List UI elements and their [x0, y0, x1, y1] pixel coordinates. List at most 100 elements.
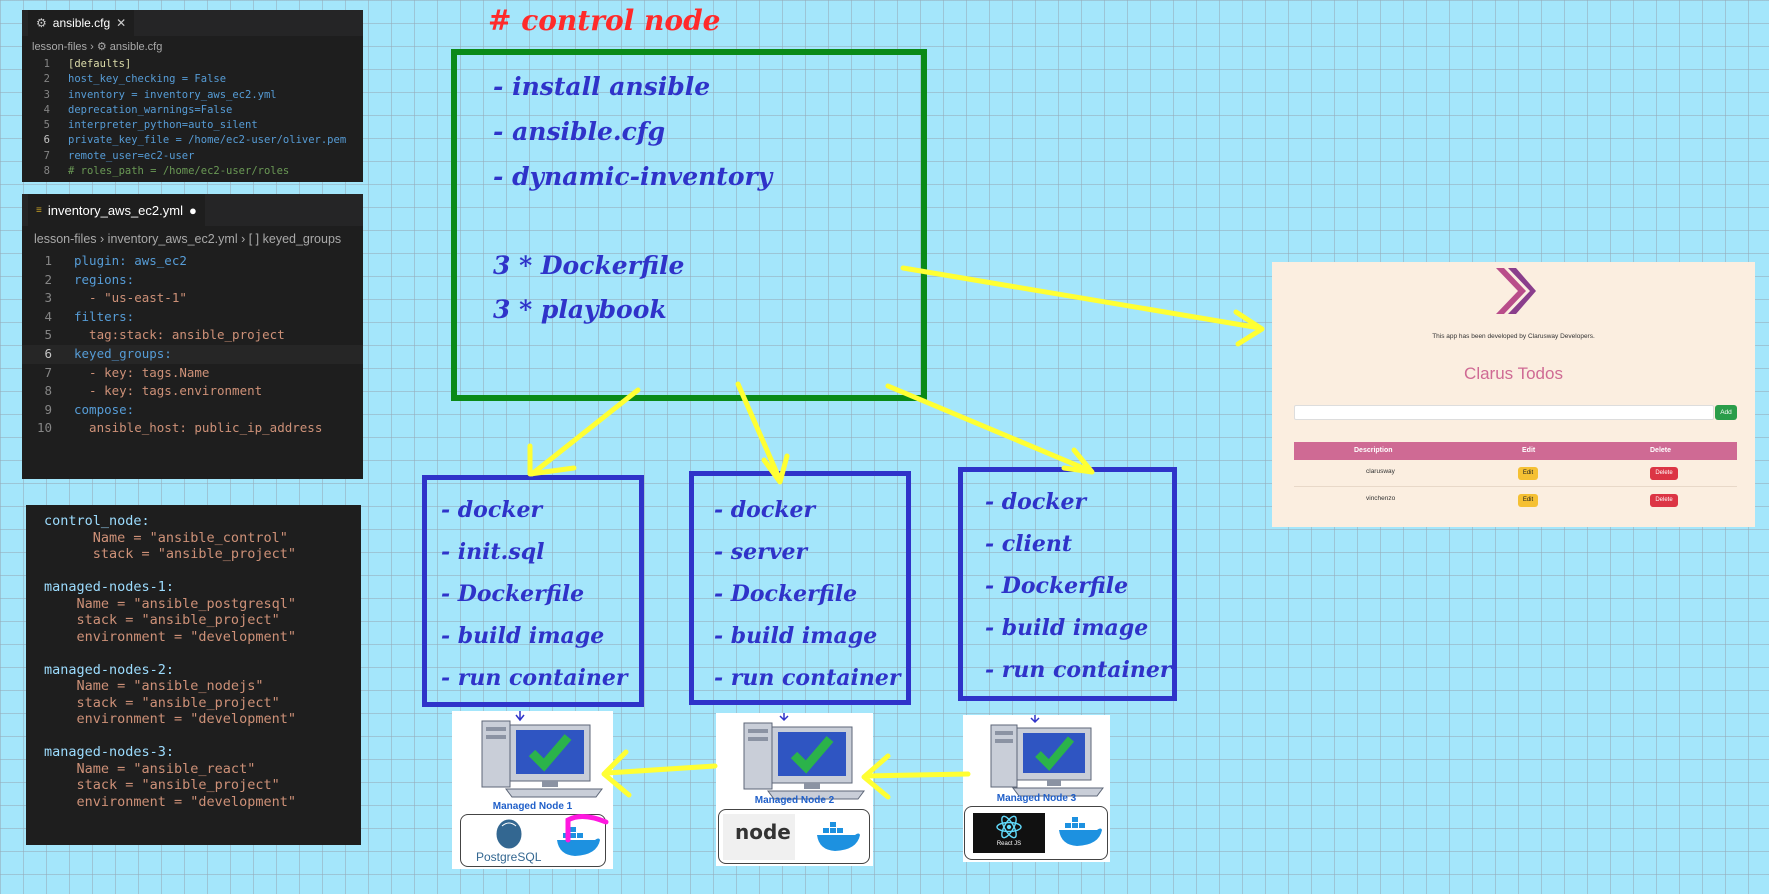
edit-button[interactable]: Edit	[1518, 494, 1538, 507]
column-header-description: Description	[1354, 447, 1393, 454]
code-text: ansible_host: public_ip_address	[74, 420, 323, 436]
code-line: stack = "ansible_project"	[44, 612, 280, 628]
control-item: - install ansible	[493, 72, 711, 101]
line-number: 1	[44, 253, 52, 268]
node-label: Managed Node 3	[996, 793, 1077, 804]
code-text: compose:	[74, 401, 135, 417]
postgresql-elephant-icon	[495, 818, 523, 850]
line-number: 1	[43, 58, 50, 70]
code-line	[44, 645, 361, 662]
docker-whale-icon	[817, 822, 860, 851]
line-number: 5	[44, 327, 52, 343]
node-label: Managed Node 1	[492, 801, 573, 812]
edit-button[interactable]: Edit	[1518, 467, 1538, 480]
line-number: 2	[44, 271, 52, 287]
code-line: 5 tag:stack: ansible_project	[22, 326, 363, 345]
node-logo-box: React JS	[964, 806, 1108, 860]
node-logo-box: PostgreSQL	[460, 814, 606, 867]
code-text: interpreter_python=auto_silent	[68, 119, 258, 132]
line-number: 5	[43, 119, 50, 132]
task-item: - build image	[441, 623, 605, 649]
arrow-node3-to-node2	[861, 753, 971, 800]
line-number: 8	[44, 383, 52, 399]
task-item: - run container	[441, 665, 628, 691]
delete-button[interactable]: Delete	[1650, 467, 1678, 480]
column-header-delete: Delete	[1650, 447, 1672, 454]
gear-icon: ⚙	[96, 41, 107, 53]
todo-input[interactable]	[1294, 405, 1714, 420]
code-text: keyed_groups:	[74, 345, 172, 361]
task-item: - Dockerfile	[985, 573, 1129, 599]
breadcrumb-file[interactable]: ansible.cfg	[109, 41, 163, 53]
task-item: - docker	[714, 497, 816, 523]
code-line: managed-nodes-1:	[44, 579, 175, 595]
gear-icon: ⚙	[36, 16, 47, 30]
todo-description: vinchenzo	[1366, 495, 1396, 502]
node-label: Managed Node 2	[754, 795, 835, 806]
arrow-node2-to-node1	[601, 749, 718, 798]
code-line: 2 host_key_checking = False	[22, 72, 363, 87]
delete-button[interactable]: Delete	[1650, 494, 1678, 507]
table-row: clarusway Edit Delete	[1294, 460, 1737, 487]
task-item: - build image	[985, 615, 1149, 641]
code-text: - "us-east-1"	[74, 290, 187, 306]
code-line: 6 keyed_groups:	[22, 344, 363, 364]
line-number: 3	[43, 88, 50, 101]
code-text: - key: tags.Name	[74, 364, 210, 380]
node3-task-box: - docker - client - Dockerfile - build i…	[958, 467, 1177, 701]
tab-ansible-cfg[interactable]: ⚙ ansible.cfg ✕	[28, 10, 135, 36]
line-number: 2	[43, 73, 50, 86]
breadcrumb-folder[interactable]: lesson-files	[32, 41, 88, 53]
control-item: 3 * Dockerfile	[493, 251, 685, 280]
node-tags-panel: control_node: Name = "ansible_control" s…	[26, 505, 361, 845]
inventory-yml-editor: ≡ inventory_aws_ec2.yml ● lesson-files ›…	[22, 194, 363, 479]
code-text: host_key_checking = False	[68, 73, 227, 86]
code-line	[44, 728, 361, 745]
unsaved-dot-icon[interactable]: ●	[188, 202, 197, 218]
code-area[interactable]: 1 plugin: aws_ec2 2 regions: 3 - "us-east-…	[22, 252, 363, 438]
add-button[interactable]: Add	[1715, 405, 1737, 420]
chevron-right-icon: ›	[100, 232, 105, 246]
chevron-right-icon: ›	[241, 232, 246, 246]
code-line: 8# roles_path = /home/ec2-user/roles	[22, 164, 363, 179]
line-number: 6	[44, 345, 52, 361]
code-line: environment = "development"	[44, 711, 296, 727]
computer-checkmark-icon	[990, 715, 1104, 797]
tab-inventory-yml[interactable]: ≡ inventory_aws_ec2.yml ●	[28, 194, 205, 226]
code-text: regions:	[74, 271, 135, 287]
editor-tab-bar: ⚙ ansible.cfg ✕	[22, 10, 363, 36]
control-item: 3 * playbook	[493, 295, 667, 324]
code-line: 9 compose:	[22, 401, 363, 420]
code-text: # roles_path = /home/ec2-user/roles	[68, 165, 290, 178]
computer-checkmark-icon	[481, 711, 603, 798]
task-item: - run container	[714, 665, 901, 691]
line-number: 10	[36, 420, 52, 436]
code-text: tag:stack: ansible_project	[74, 327, 285, 343]
breadcrumb-symbol[interactable]: [ ] keyed_groups	[248, 232, 342, 246]
magenta-pen-stroke	[565, 814, 609, 843]
control-node-heading: # control node	[488, 4, 721, 37]
postgresql-wordmark: PostgreSQL	[476, 850, 542, 864]
breadcrumb-file[interactable]: inventory_aws_ec2.yml	[107, 232, 238, 246]
code-line: 7 - key: tags.Name	[22, 364, 363, 383]
line-number: 9	[44, 401, 52, 417]
nodejs-icon	[723, 814, 795, 860]
breadcrumb-folder[interactable]: lesson-files	[34, 232, 97, 246]
line-number: 3	[44, 290, 52, 306]
control-item: - ansible.cfg	[493, 117, 666, 146]
app-title: Clarus Todos	[1464, 364, 1563, 383]
code-line: Name = "ansible_control"	[44, 529, 288, 546]
code-line: Name = "ansible_nodejs"	[44, 678, 264, 694]
code-text: deprecation_warnings=False	[68, 103, 233, 116]
todo-app-screenshot: This app has been developed by Clarusway…	[1272, 262, 1755, 527]
close-icon[interactable]: ✕	[116, 16, 127, 30]
code-text: private_key_file = /home/ec2-user/oliver…	[68, 134, 347, 147]
breadcrumb: lesson-files › inventory_aws_ec2.yml › […	[22, 226, 363, 252]
code-line: Name = "ansible_react"	[44, 760, 256, 777]
code-text: plugin: aws_ec2	[74, 253, 187, 268]
code-line: 2 regions:	[22, 271, 363, 290]
